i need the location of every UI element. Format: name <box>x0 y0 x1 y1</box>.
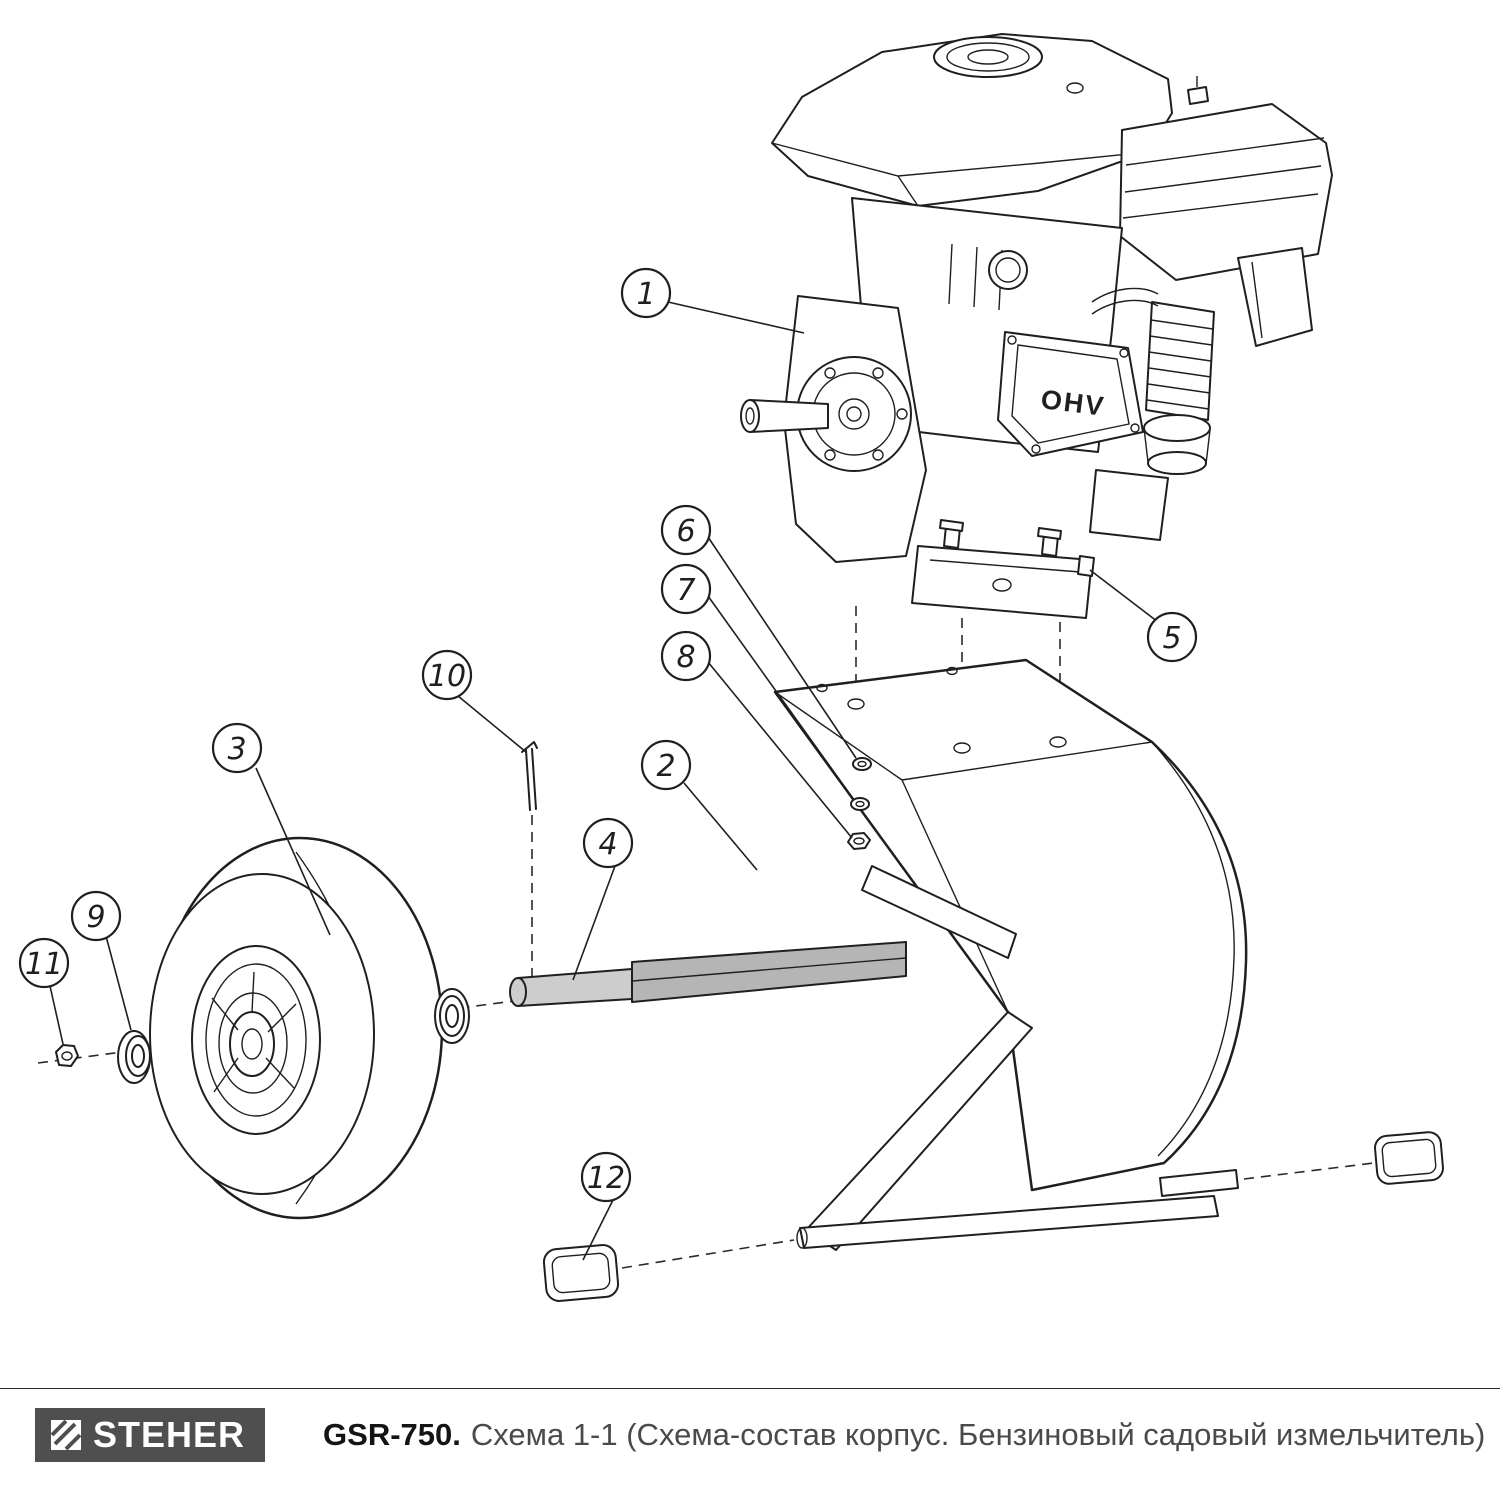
cotter-pin <box>521 741 538 811</box>
leg-frame <box>796 865 1239 1251</box>
svg-text:3: 3 <box>227 732 246 767</box>
svg-text:9: 9 <box>86 900 105 935</box>
callout-2: 2 <box>640 739 758 871</box>
callout-5: 5 <box>1089 569 1198 663</box>
air-cleaner <box>1119 103 1333 281</box>
svg-text:8: 8 <box>676 640 695 675</box>
svg-text:1: 1 <box>636 277 655 312</box>
callout-3: 3 <box>211 722 331 936</box>
svg-text:2: 2 <box>656 749 675 784</box>
footer: STEHER GSR-750. Схема 1-1 (Схема-состав к… <box>0 1400 1500 1470</box>
brand-name: STEHER <box>93 1414 246 1455</box>
output-shaft <box>740 399 829 433</box>
housing-body <box>773 658 1248 1192</box>
steher-logo: STEHER <box>35 1408 266 1462</box>
callout-8: 8 <box>660 630 853 839</box>
diagram-title: Схема 1-1 (Схема-состав корпус. Бензинов… <box>470 1417 1486 1452</box>
svg-text:12: 12 <box>587 1161 625 1196</box>
housing-outline <box>773 658 1248 1192</box>
svg-text:4: 4 <box>598 827 617 862</box>
callouts: 1 2 3 4 5 6 7 <box>18 267 1198 1261</box>
svg-text:10: 10 <box>428 659 466 694</box>
axle-bushing <box>434 988 470 1044</box>
bottom-skid <box>799 1195 1219 1249</box>
svg-text:7: 7 <box>676 573 695 608</box>
callout-1: 1 <box>620 267 805 334</box>
handle-tube <box>861 865 1017 959</box>
svg-text:6: 6 <box>676 514 695 549</box>
callout-4: 4 <box>572 817 634 981</box>
foot-cap-left <box>542 1244 620 1302</box>
callout-10: 10 <box>421 649 527 753</box>
foot-caps <box>542 1131 1444 1302</box>
footer-divider <box>0 1388 1500 1389</box>
valve-cover <box>997 331 1144 457</box>
svg-text:5: 5 <box>1162 621 1181 656</box>
engine-assembly: OHV <box>740 33 1333 619</box>
callout-7: 7 <box>660 563 855 801</box>
engine-base <box>911 519 1095 619</box>
right-bracket <box>1237 247 1313 347</box>
nut <box>55 1044 79 1067</box>
fuel-tank <box>771 33 1173 207</box>
callout-12: 12 <box>580 1151 632 1261</box>
model-number: GSR-750. <box>323 1417 461 1452</box>
diagram-caption: GSR-750. Схема 1-1 (Схема-состав корпус. … <box>323 1417 1485 1453</box>
svg-text:11: 11 <box>25 947 63 982</box>
front-leg <box>805 1011 1033 1251</box>
foot-cap-right <box>1374 1131 1444 1185</box>
callout-6: 6 <box>660 504 857 759</box>
starter-cylinder <box>1145 301 1215 421</box>
hub <box>229 1011 275 1077</box>
front-fasteners <box>847 757 872 850</box>
rear-skid <box>1159 1169 1239 1197</box>
steher-logo-icon <box>50 1419 82 1451</box>
base-stud <box>1077 555 1095 577</box>
washer <box>117 1030 151 1084</box>
callout-9: 9 <box>70 890 132 1031</box>
callout-11: 11 <box>18 937 70 1045</box>
wheel <box>149 836 444 1220</box>
axle <box>509 941 907 1007</box>
